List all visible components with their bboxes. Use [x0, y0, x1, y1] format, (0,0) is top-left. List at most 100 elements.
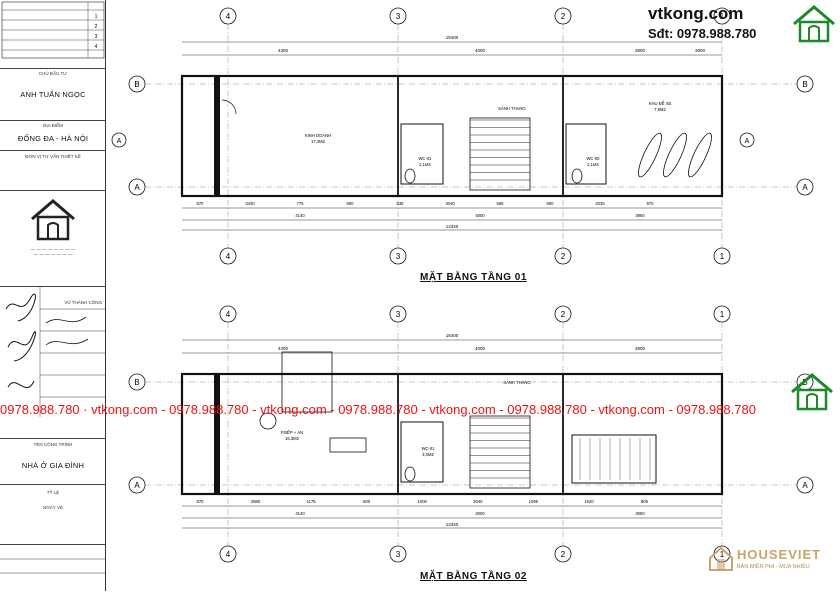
- sheet-number-block: [0, 544, 106, 591]
- grid-col-2-bottom-1-label: 2: [561, 550, 566, 559]
- owner-label: CHỦ ĐẦU TƯ: [38, 71, 68, 76]
- dim-bottom-0-5: 3040: [445, 201, 455, 206]
- houseviet-logo-icon: [709, 546, 733, 571]
- dim-bottom-0-4: 535: [397, 201, 405, 206]
- dim-bottom-0-3: 800: [347, 201, 355, 206]
- dim-bottom-total-0: 12340: [446, 224, 459, 229]
- sink-icon: [329, 437, 367, 453]
- grid-row-A-right-0-label: A: [802, 183, 808, 192]
- dim-bottom-0-9: 970: [647, 201, 655, 206]
- room-name-0-3: WC-01: [418, 156, 432, 161]
- grid-col-1-top-1-label: 1: [720, 310, 725, 319]
- motorbike-icon-2: [688, 132, 712, 178]
- room-name-1-2: WC-01: [421, 446, 435, 451]
- toilet-icon-right-0: [571, 168, 583, 184]
- bed-icon: [571, 434, 657, 484]
- motorbike-icon-0: [638, 132, 662, 178]
- dim-bottom-mid-0-2: 3960: [635, 213, 645, 218]
- dim-bottom-mid-1-2: 3060: [635, 511, 645, 516]
- dim-top-0-1: 4000: [475, 48, 486, 53]
- scale-label: TỶ LỆ: [46, 490, 60, 495]
- grid-col-3-bottom-0-label: 3: [396, 252, 401, 261]
- front-wall-0: [214, 76, 220, 196]
- dim-bottom-0-2: 775: [297, 201, 305, 206]
- room-name-1-0: SẢNH THANG: [503, 380, 530, 385]
- location-label: ĐỊA ĐIỂM: [43, 123, 63, 128]
- dim-bottom-mid-1-1: 4000: [475, 511, 485, 516]
- room-area-1-2: 3,0M2: [422, 452, 434, 457]
- dim-bottom-1-3: 800: [363, 499, 371, 504]
- location-block: ĐỊA ĐIỂM ĐỐNG ĐA - HÀ NỘI: [0, 120, 106, 150]
- grid-col-1-top-0-label: 1: [720, 12, 725, 21]
- dining-table-icon: [281, 351, 333, 413]
- grid-col-3-bottom-1-label: 3: [396, 550, 401, 559]
- svg-text:1: 1: [95, 14, 98, 20]
- revision-table: 1 2 3 4: [1, 1, 105, 59]
- section-mark-0: [111, 132, 127, 148]
- vtkong-logo-icon-watermark: [791, 373, 833, 411]
- company-logo-block: — — — — — — — — — — — — — — —: [0, 190, 106, 286]
- grid-col-3-top-1-label: 3: [396, 310, 401, 319]
- dim-bottom-mid-1-0: 4140: [295, 511, 305, 516]
- dim-bottom-0-0: 870: [197, 201, 205, 206]
- dim-top-total-1: 15400: [446, 333, 459, 338]
- room-area-0-4: 2,1M2: [587, 162, 599, 167]
- phone-watermark: 0978.988.780 · vtkong.com - 0978.988.780…: [0, 402, 756, 417]
- dim-bottom-1-0: 870: [197, 499, 205, 504]
- houseviet-tagline: BẢN MIỀN PHÍ · MUA NHIỀU: [737, 564, 810, 570]
- room-name-1-1: P.BẾP + ĂN: [281, 430, 303, 435]
- vtkong-logo-icon: [793, 5, 835, 43]
- grid-col-4-bottom-0-label: 4: [226, 252, 231, 261]
- svg-text:3: 3: [95, 34, 98, 40]
- outer-wall-0: [180, 74, 724, 198]
- toilet-icon-1: [404, 466, 416, 482]
- grid-col-4-top-0-label: 4: [226, 12, 231, 21]
- plan-title-floor-2: MẶT BẰNG TẦNG 02: [420, 571, 527, 582]
- dim-bottom-0-1: 3430: [245, 201, 255, 206]
- front-wall-1: [214, 374, 220, 494]
- stair-box-0: [469, 117, 531, 191]
- project-label: TÊN CÔNG TRÌNH: [33, 442, 73, 447]
- stove-icon: [259, 412, 277, 430]
- grid-col-4-top-1-label: 4: [226, 310, 231, 319]
- dim-bottom-1-8: 805: [641, 499, 649, 504]
- location-value: ĐỐNG ĐA - HÀ NỘI: [17, 133, 89, 143]
- room-area-0-2: 7,9M2: [654, 107, 666, 112]
- motorbike-icon-1: [663, 132, 687, 178]
- dim-top-1-0: 4300: [278, 346, 289, 351]
- dim-bottom-0-8: 2035: [595, 201, 605, 206]
- room-name-0-4: WC-00: [586, 156, 600, 161]
- brand-site: vtkong.com: [648, 4, 744, 23]
- dim-bottom-1-2: 1175: [307, 499, 317, 504]
- houseviet-name: HOUSEVIET: [737, 547, 822, 562]
- house-logo-icon: [31, 199, 75, 241]
- signatures: [5, 287, 106, 417]
- section-mark-1: [739, 132, 755, 148]
- wc-right-0: [565, 123, 607, 185]
- room-name-0-0: KINH DOANH: [305, 133, 331, 138]
- dim-bottom-mid-0-1: 4000: [475, 213, 485, 218]
- dim-top-0-2: 3800: [635, 48, 646, 53]
- grid-row-B-left-1-label: B: [134, 378, 139, 387]
- room-name-0-1: SẢNH THANG: [498, 106, 525, 111]
- room-area-0-3: 2,1M2: [419, 162, 431, 167]
- section-mark-label-0: A: [117, 138, 122, 145]
- grid-col-1-bottom-0-label: 1: [720, 252, 725, 261]
- project-name: NHÀ Ở GIA ĐÌNH: [21, 460, 85, 470]
- dim-top-1-1: 4000: [475, 346, 486, 351]
- dim-top-0-0: 4300: [278, 48, 289, 53]
- door-swing-0: [221, 99, 237, 115]
- grid-col-2-top-1-label: 2: [561, 310, 566, 319]
- section-mark-label-1: A: [745, 138, 750, 145]
- svg-text:2: 2: [95, 24, 98, 30]
- grid-row-A-left-1-label: A: [134, 481, 140, 490]
- stair-box-1: [469, 415, 531, 489]
- wc-left-1: [400, 421, 444, 483]
- grid-col-2-top-0-label: 2: [561, 12, 566, 21]
- sheet-number-lines: [0, 558, 106, 574]
- room-area-0-0: 17,3M2: [311, 139, 326, 144]
- grid-row-B-right-0-label: B: [802, 80, 807, 89]
- dim-bottom-1-1: 2880: [251, 499, 261, 504]
